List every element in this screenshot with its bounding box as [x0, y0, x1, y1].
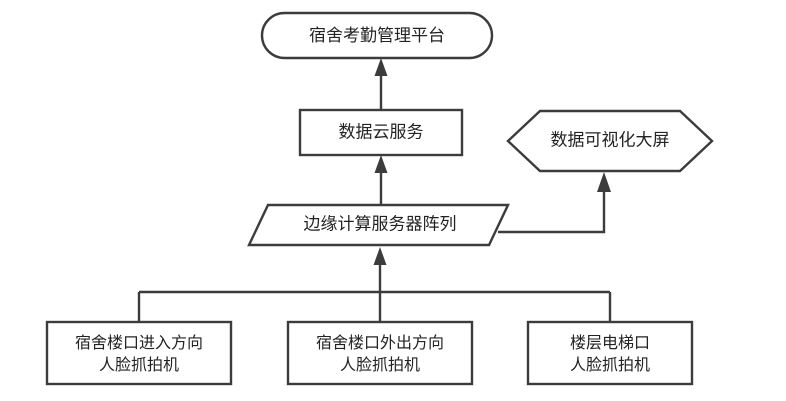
- node-cloud-service[interactable]: 数据云服务: [298, 108, 464, 157]
- edge-array-to-cloud: [374, 155, 388, 205]
- arrowhead-up-icon: [373, 247, 387, 265]
- arrowhead-up-icon: [374, 155, 388, 173]
- node-camera-entrance-in-label-line2: 人脸抓拍机: [99, 356, 179, 374]
- node-big-screen[interactable]: 数据可视化大屏: [506, 109, 714, 173]
- node-edge-compute-array-label: 边缘计算服务器阵列: [304, 214, 457, 233]
- edge-cameras-to-array: [137, 247, 612, 322]
- node-cloud-service-label: 数据云服务: [339, 122, 424, 141]
- node-platform[interactable]: 宿舍考勤管理平台: [260, 11, 494, 60]
- node-big-screen-label: 数据可视化大屏: [551, 130, 670, 149]
- node-camera-entrance-in[interactable]: 宿舍楼口进入方向 人脸抓拍机: [45, 320, 233, 386]
- node-camera-entrance-out[interactable]: 宿舍楼口外出方向 人脸抓拍机: [286, 320, 474, 386]
- node-camera-entrance-out-label-line1: 宿舍楼口外出方向: [316, 334, 444, 352]
- node-camera-entrance-in-label-line1: 宿舍楼口进入方向: [75, 334, 203, 352]
- arrowhead-up-icon: [374, 58, 388, 76]
- edge-array-to-bigscreen: [498, 172, 611, 234]
- node-platform-label: 宿舍考勤管理平台: [309, 26, 445, 45]
- node-camera-elevator-label-line2: 人脸抓拍机: [570, 356, 650, 374]
- node-camera-elevator-label-line1: 楼层电梯口: [570, 334, 650, 352]
- node-camera-entrance-out-label-line2: 人脸抓拍机: [340, 356, 420, 374]
- edge-cloud-to-platform: [374, 58, 388, 110]
- node-edge-compute-array[interactable]: 边缘计算服务器阵列: [247, 203, 510, 247]
- arrowhead-up-icon: [597, 172, 611, 192]
- node-camera-elevator[interactable]: 楼层电梯口 人脸抓拍机: [526, 320, 694, 386]
